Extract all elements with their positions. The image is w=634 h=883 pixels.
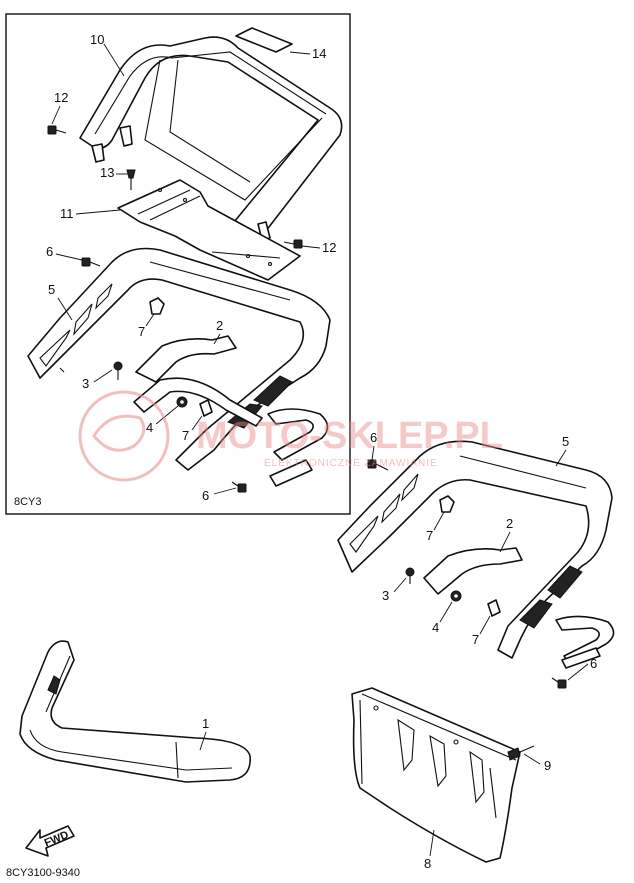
grab-bar-part-5-main — [337, 440, 613, 659]
callout-1: 1 — [202, 716, 209, 731]
callout-6a: 6 — [46, 244, 53, 259]
callout-7c: 7 — [426, 528, 433, 543]
callout-5: 5 — [48, 282, 55, 297]
diagram-code: 8CY3100-9340 — [6, 867, 80, 879]
nut-part-3-main — [405, 567, 415, 584]
washer-part-4-inset — [176, 396, 188, 408]
bolt-part-12a — [47, 125, 67, 135]
inset-frame — [5, 13, 351, 515]
callout-7a: 7 — [138, 324, 145, 339]
watermark-subtitle: ELEKTRONICZNE ZAMAWIANIE — [264, 458, 438, 469]
watermark-logo-text: MOTO-SKLEP.PL — [196, 415, 503, 457]
clip-part-7a — [149, 297, 165, 315]
callout-2m: 2 — [506, 516, 513, 531]
bolt-part-6a — [81, 257, 101, 267]
grab-bar-part-5-inset — [27, 247, 331, 471]
bumper-part-1 — [19, 640, 251, 783]
callout-12a: 12 — [54, 90, 68, 105]
arm-part-2-main — [423, 547, 615, 669]
callout-9: 9 — [544, 758, 551, 773]
callout-3m: 3 — [382, 588, 389, 603]
inset-code: 8CY3 — [14, 496, 42, 508]
callout-11: 11 — [60, 206, 74, 221]
callout-6b: 6 — [202, 488, 209, 503]
callout-4m: 4 — [432, 620, 439, 635]
bracket-plate-part-11 — [117, 179, 301, 281]
washer-part-4-main — [450, 590, 462, 602]
inset-callouts: 10 14 12 13 11 12 6 5 7 2 3 4 7 6 — [46, 32, 336, 503]
arm-part-2-inset — [133, 335, 329, 487]
rivet-part-13 — [126, 169, 136, 190]
callout-4: 4 — [146, 420, 153, 435]
callout-6d: 6 — [590, 656, 597, 671]
bolt-part-12b — [283, 239, 303, 249]
callout-2: 2 — [216, 318, 223, 333]
callout-14: 14 — [312, 46, 326, 61]
callout-13: 13 — [100, 165, 114, 180]
clip-part-7d — [487, 599, 501, 617]
callout-10: 10 — [90, 32, 104, 47]
main-callouts: 6 5 7 2 3 4 7 6 1 9 8 — [199, 430, 597, 871]
callout-3: 3 — [82, 376, 89, 391]
callout-8: 8 — [424, 856, 431, 871]
fwd-arrow-icon: FWD — [25, 825, 75, 857]
label-plate-part-14 — [235, 27, 293, 53]
callout-12b: 12 — [322, 240, 336, 255]
clip-part-7b — [199, 399, 213, 417]
bolt-part-6b — [231, 481, 247, 493]
fwd-label: FWD — [43, 829, 71, 850]
clip-part-7c — [439, 495, 455, 513]
callout-5m: 5 — [562, 434, 569, 449]
callout-6c: 6 — [370, 430, 377, 445]
callout-7b: 7 — [182, 428, 189, 443]
mud-flap-part-8 — [351, 687, 521, 863]
watermark: MOTO-SKLEP.PL ELEKTRONICZNE ZAMAWIANIE — [78, 390, 503, 482]
callout-7d: 7 — [472, 632, 479, 647]
rivet-part-9 — [507, 745, 535, 761]
nut-part-3-inset — [113, 361, 123, 380]
bolt-part-6d — [551, 677, 567, 689]
